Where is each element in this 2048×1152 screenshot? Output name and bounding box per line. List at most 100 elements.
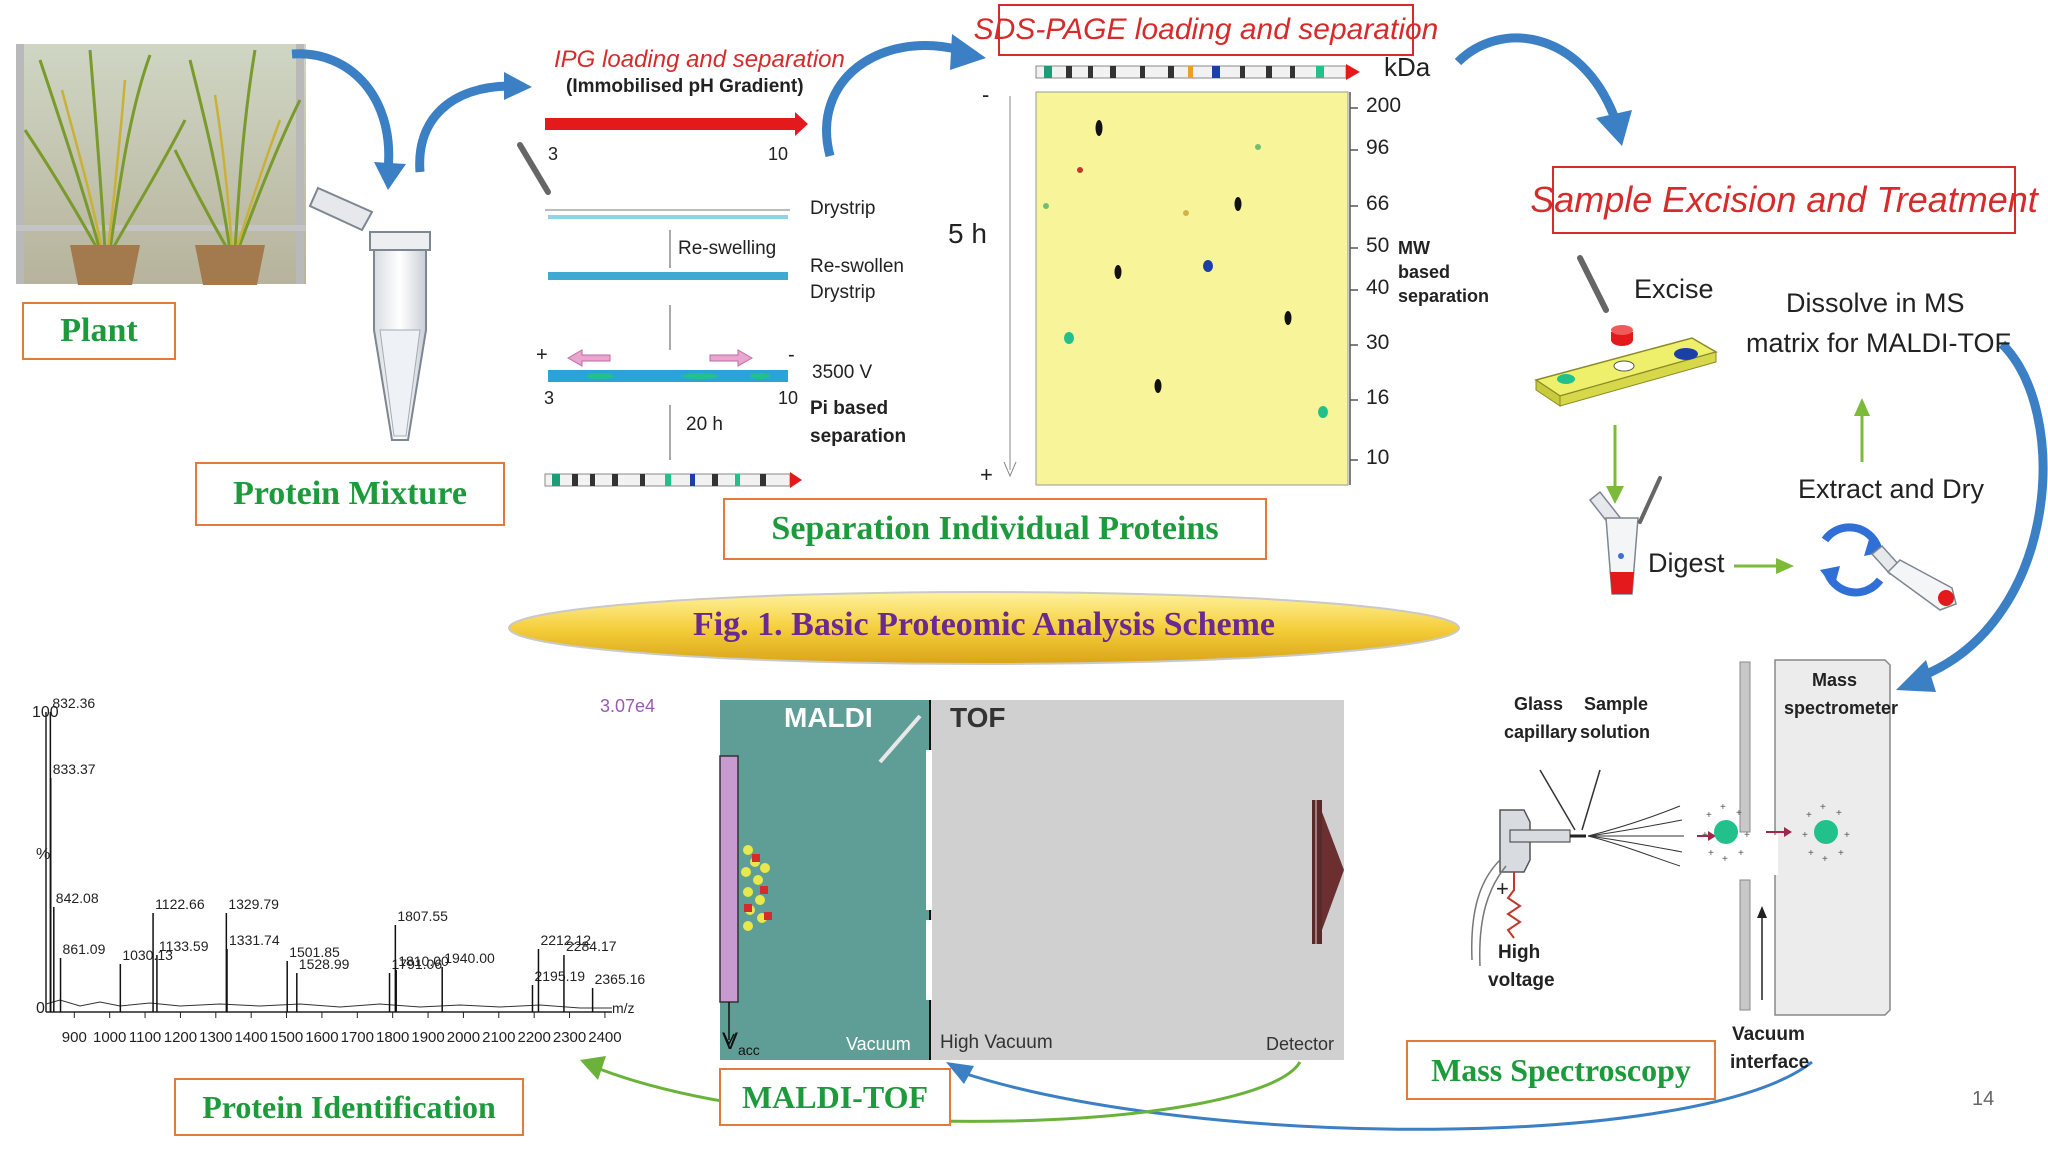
figure-title: Fig. 1. Basic Proteomic Analysis Scheme [692,606,1276,643]
peak-label: 1329.79 [228,896,279,912]
peak-label: 1331.74 [229,932,280,948]
sds-title: SDS-PAGE loading and separation [974,4,1438,56]
peak-label: 1030.13 [122,947,173,963]
y-pct-label: % [36,846,51,863]
peak-label: 842.08 [56,890,99,906]
svg-text:+: + [1708,848,1714,859]
mw-tick: 30 [1366,331,1390,354]
peak-label: 1940.00 [444,950,495,966]
sample-solution-2: solution [1580,722,1650,742]
mw-label-3: separation [1398,286,1490,306]
digest-label: Digest [1648,548,1725,578]
x-tick-label: 1900 [411,1029,444,1046]
vacuum-label: Vacuum [846,1034,911,1054]
detector-label: Detector [1266,1034,1335,1054]
mw-label-1: MW [1398,238,1430,258]
matrix-crystals [741,845,772,931]
ipg-plus: + [536,344,548,366]
vacuum-interface-2: interface [1730,1052,1810,1073]
ipg-subtitle: (Immobilised pH Gradient) [566,76,804,97]
dissolve-label-2: matrix for MALDI-TOF [1746,328,2012,358]
sds-plus: + [980,462,993,487]
peak-label: 2212.12 [540,932,591,948]
mw-tick: 96 [1366,136,1390,159]
svg-text:+: + [1820,802,1826,813]
ipg-pi-1: Pi based [810,398,889,419]
maldi-label: MALDI [784,702,873,733]
high-voltage-2: voltage [1488,970,1555,991]
label-plant: Plant [22,302,176,360]
peak-label: 1501.85 [289,944,340,960]
x-tick-label: 1400 [234,1029,267,1046]
high-voltage-1: High [1498,942,1541,963]
sample-solution-1: Sample [1584,694,1649,714]
x-tick-label: 2100 [482,1029,515,1046]
peak-label: 2365.16 [595,971,646,987]
arrow-excision-to-ms [1920,340,2048,681]
x-tick-label: 1800 [376,1029,409,1046]
high-vacuum-label: High Vacuum [940,1032,1053,1053]
title-ellipse [508,591,1460,665]
ipg-drystrip: Drystrip [810,198,876,219]
mw-tick: 66 [1366,192,1390,215]
svg-text:+: + [1702,830,1708,841]
ipg-voltage: 3500 V [812,362,873,383]
svg-text:+: + [1802,830,1808,841]
x-tick-label: 2300 [553,1029,586,1046]
vacc-label: Vacc [722,1028,760,1058]
x-tick-label: 2200 [517,1029,550,1046]
x-unit-label: m/z [612,1000,635,1016]
svg-text:+: + [1736,808,1742,819]
svg-text:+: + [1720,802,1726,813]
arrow-ipg-to-sds [822,41,962,158]
intensity-label: 3.07e4 [600,696,656,716]
ipg-reswollen-2: Drystrip [810,282,876,303]
svg-text:+: + [1822,854,1828,865]
peak-label: 833.37 [53,761,96,777]
x-tick-label: 2400 [588,1029,621,1046]
mw-tick: 200 [1366,94,1402,117]
page-number: 14 [1972,1088,1995,1110]
y-top-label: 100 [32,704,59,721]
mw-tick: 10 [1366,446,1390,469]
ipg-title: IPG loading and separation [554,46,845,73]
x-tick-label: 1500 [270,1029,303,1046]
peak-label: 1791.06 [392,956,443,972]
mw-tick: 40 [1366,276,1390,299]
svg-text:+: + [1838,848,1844,859]
ipg-reswelling: Re-swelling [678,238,777,259]
maldi-tof-diagram [719,700,1344,1060]
x-tick-label: 1600 [305,1029,338,1046]
arrow-ms-to-maldi [959,1060,1813,1131]
excision-title: Sample Excision and Treatment [1530,166,2038,234]
ipg-diagram [517,112,808,488]
peak-label: 1807.55 [397,908,448,924]
ipg-duration: 20 h [686,414,723,435]
svg-text:+: + [1722,854,1728,865]
excision-diagram [1534,255,1957,611]
x-tick-label: 1000 [93,1029,126,1046]
tof-label: TOF [950,702,1006,733]
svg-text:+: + [1744,830,1750,841]
excise-label: Excise [1634,274,1714,304]
x-tick-label: 1300 [199,1029,232,1046]
peak-label: 2195.19 [534,968,585,984]
svg-text:+: + [1844,830,1850,841]
ipg-reswollen-1: Re-swollen [810,256,904,277]
sds-time: 5 h [948,218,987,249]
peak-label: 1528.99 [299,956,350,972]
dissolve-label-1: Dissolve in MS [1786,288,1965,318]
hv-plus: + [1496,876,1509,901]
y-zero-label: 0 [36,1000,45,1017]
ipg-minus: - [788,344,795,366]
label-separation: Separation Individual Proteins [723,498,1267,560]
svg-text:+: + [1808,848,1814,859]
peak-label: 1122.66 [155,896,205,912]
protein-tube-icon [308,186,431,441]
sds-kda: kDa [1384,52,1431,82]
vacuum-interface-1: Vacuum [1732,1024,1805,1045]
x-tick-label: 1700 [341,1029,374,1046]
x-tick-label: 900 [62,1029,87,1046]
